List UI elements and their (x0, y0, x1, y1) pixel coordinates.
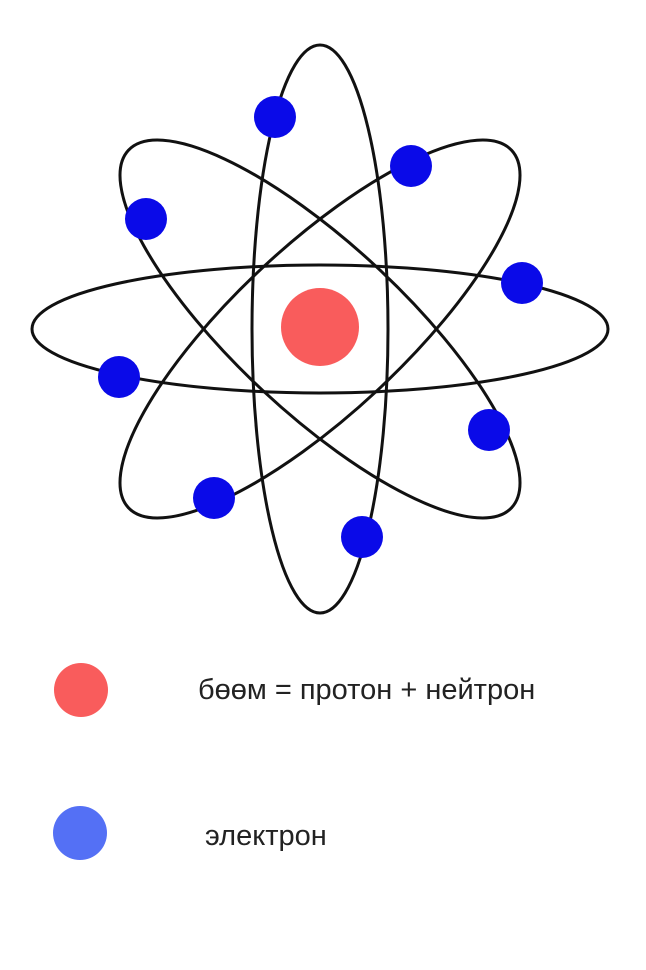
orbit-diagonal-falling (118, 138, 522, 520)
electron (390, 145, 432, 187)
electron (341, 516, 383, 558)
orbits (30, 43, 610, 615)
electron (254, 96, 296, 138)
electron (501, 262, 543, 304)
electron (98, 356, 140, 398)
nucleus (281, 288, 359, 366)
legend-nucleus-dot (54, 663, 108, 717)
orbit-vertical (250, 43, 390, 615)
legend-nucleus-label: бөөм = протон + нейтрон (198, 674, 536, 706)
orbit-horizontal (30, 263, 610, 395)
electron (193, 477, 235, 519)
orbit-diagonal-rising (118, 138, 522, 520)
electron (468, 409, 510, 451)
electrons (98, 96, 543, 558)
legend-electron-dot (53, 806, 107, 860)
legend-electron-label: электрон (205, 820, 327, 852)
electron (125, 198, 167, 240)
